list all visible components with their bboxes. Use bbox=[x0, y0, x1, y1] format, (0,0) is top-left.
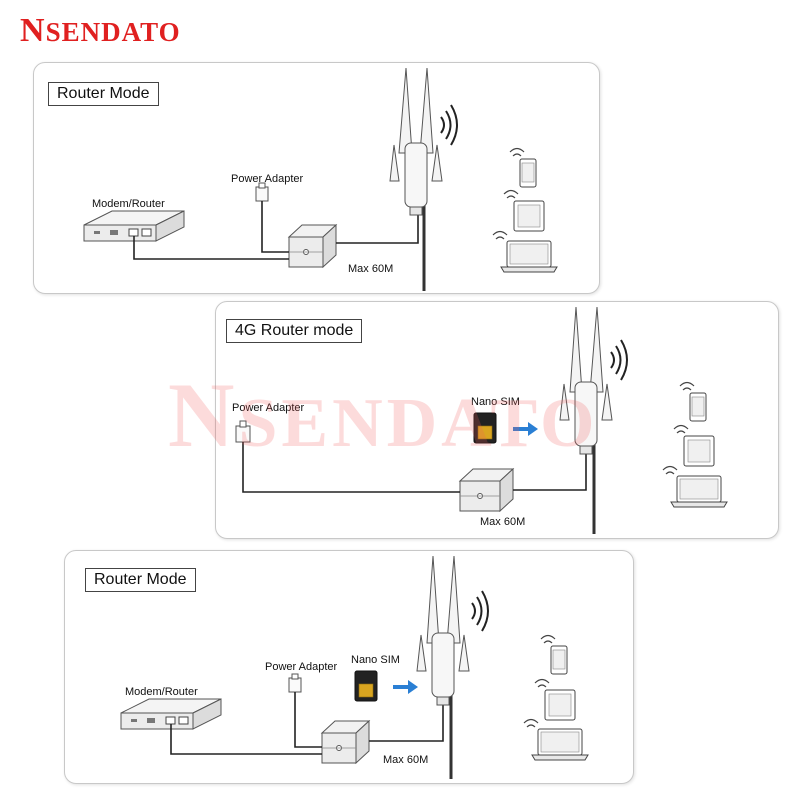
brand-logo: NSENDATO bbox=[20, 12, 181, 49]
poe-injector-icon bbox=[287, 223, 338, 269]
wifi-signal-icon bbox=[610, 339, 628, 381]
wifi-icon-phone bbox=[679, 381, 695, 391]
power-adapter-icon bbox=[255, 182, 269, 202]
power-adapter-label: Power Adapter bbox=[231, 173, 304, 185]
nano-sim-icon bbox=[354, 670, 378, 702]
wifi-icon-phone bbox=[540, 634, 556, 644]
laptop-icon bbox=[670, 475, 728, 508]
poe-injector-icon bbox=[458, 467, 515, 513]
wifi-signal-icon bbox=[471, 590, 489, 632]
wifi-icon-tablet bbox=[673, 424, 689, 434]
tablet-icon bbox=[683, 435, 715, 467]
wifi-icon-tablet bbox=[534, 678, 550, 688]
outdoor-router-icon bbox=[416, 555, 470, 706]
router-mode-sim-panel: Router Mode Modem/Router Power Adapter N… bbox=[64, 550, 634, 784]
nano-sim-icon bbox=[473, 412, 497, 444]
poe-injector-icon bbox=[320, 719, 371, 765]
phone-icon bbox=[689, 392, 707, 422]
modem-router-icon bbox=[83, 210, 185, 242]
wifi-signal-icon bbox=[440, 104, 458, 146]
wifi-icon-tablet bbox=[503, 189, 519, 199]
4g-router-mode-panel: 4G Router mode Power Adapter Nano SIM Ma… bbox=[215, 301, 779, 539]
power-adapter-label: Power Adapter bbox=[232, 402, 305, 414]
brand-watermark: NSENDATO bbox=[168, 364, 599, 466]
power-adapter-label: Power Adapter bbox=[265, 661, 338, 673]
panel-title: 4G Router mode bbox=[226, 319, 363, 343]
phone-icon bbox=[550, 645, 568, 675]
laptop-icon bbox=[531, 728, 589, 761]
laptop-icon bbox=[500, 240, 558, 273]
arrow-icon bbox=[513, 422, 538, 436]
modem-router-icon bbox=[120, 698, 222, 730]
wifi-icon-laptop bbox=[662, 465, 678, 475]
router-mode-diagram bbox=[83, 67, 558, 291]
arrow-icon bbox=[393, 680, 418, 694]
modem-label: Modem/Router bbox=[125, 686, 198, 698]
wifi-icon-laptop bbox=[492, 230, 508, 240]
distance-label: Max 60M bbox=[383, 754, 429, 766]
phone-icon bbox=[519, 158, 537, 188]
router-mode-sim-diagram bbox=[120, 555, 589, 779]
nano-sim-label: Nano SIM bbox=[351, 654, 400, 666]
panel-title: Router Mode bbox=[85, 568, 196, 592]
modem-label: Modem/Router bbox=[92, 198, 165, 210]
panel-title: Router Mode bbox=[48, 82, 159, 106]
tablet-icon bbox=[544, 689, 576, 721]
4g-router-mode-diagram bbox=[235, 306, 728, 534]
wifi-icon-laptop bbox=[523, 718, 539, 728]
router-mode-panel: Router Mode Modem/Router Power Adapter M… bbox=[33, 62, 600, 294]
nano-sim-label: Nano SIM bbox=[471, 396, 520, 408]
outdoor-router-icon bbox=[559, 306, 613, 455]
distance-label: Max 60M bbox=[480, 516, 526, 528]
tablet-icon bbox=[513, 200, 545, 232]
wifi-icon-phone bbox=[509, 147, 525, 157]
distance-label: Max 60M bbox=[348, 263, 394, 275]
power-adapter-icon bbox=[288, 673, 302, 693]
outdoor-router-icon bbox=[389, 67, 443, 216]
